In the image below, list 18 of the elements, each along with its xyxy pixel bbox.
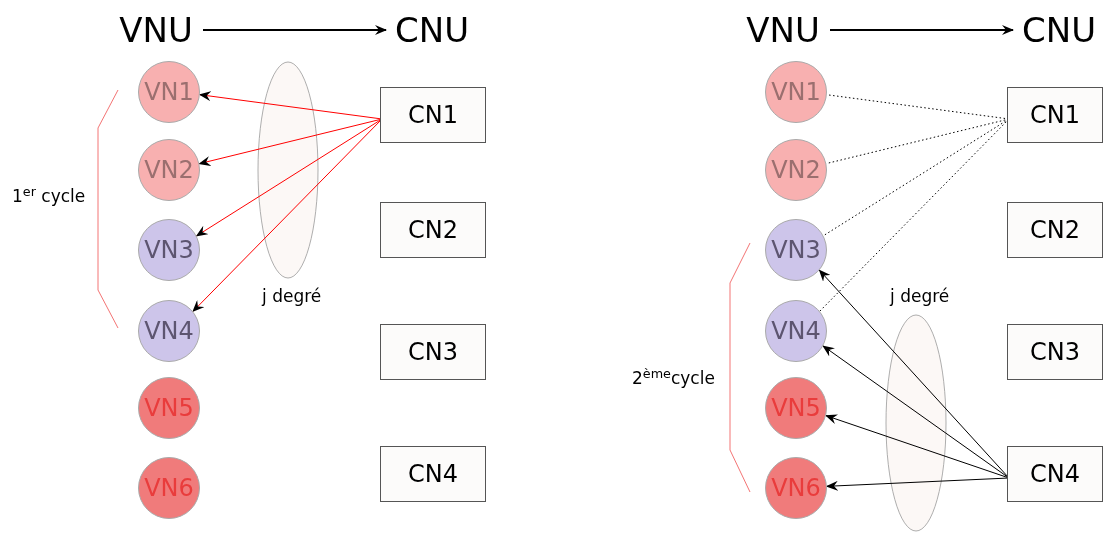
annotation-label: j degré xyxy=(262,285,322,308)
unit-heading: VNU xyxy=(115,10,197,50)
check-node-box: CN1 xyxy=(1007,87,1103,143)
check-node-box: CN4 xyxy=(1007,446,1103,502)
arrow xyxy=(202,25,387,35)
check-node-box: CN1 xyxy=(380,87,486,143)
check-node-box: CN3 xyxy=(380,324,486,380)
annotation-label: j degré xyxy=(890,285,950,308)
check-node-box: CN2 xyxy=(1007,202,1103,258)
arrow xyxy=(829,25,1014,35)
unit-heading: CNU xyxy=(390,10,474,50)
check-node-box: CN4 xyxy=(380,446,486,502)
unit-heading: CNU xyxy=(1017,10,1101,50)
check-node-box: CN3 xyxy=(1007,324,1103,380)
unit-heading: VNU xyxy=(742,10,824,50)
annotation-label: 1$^{er}$ cycle xyxy=(12,184,86,208)
check-node-box: CN2 xyxy=(380,202,486,258)
annotation-label: 2$^{ème}$cycle xyxy=(632,366,715,390)
